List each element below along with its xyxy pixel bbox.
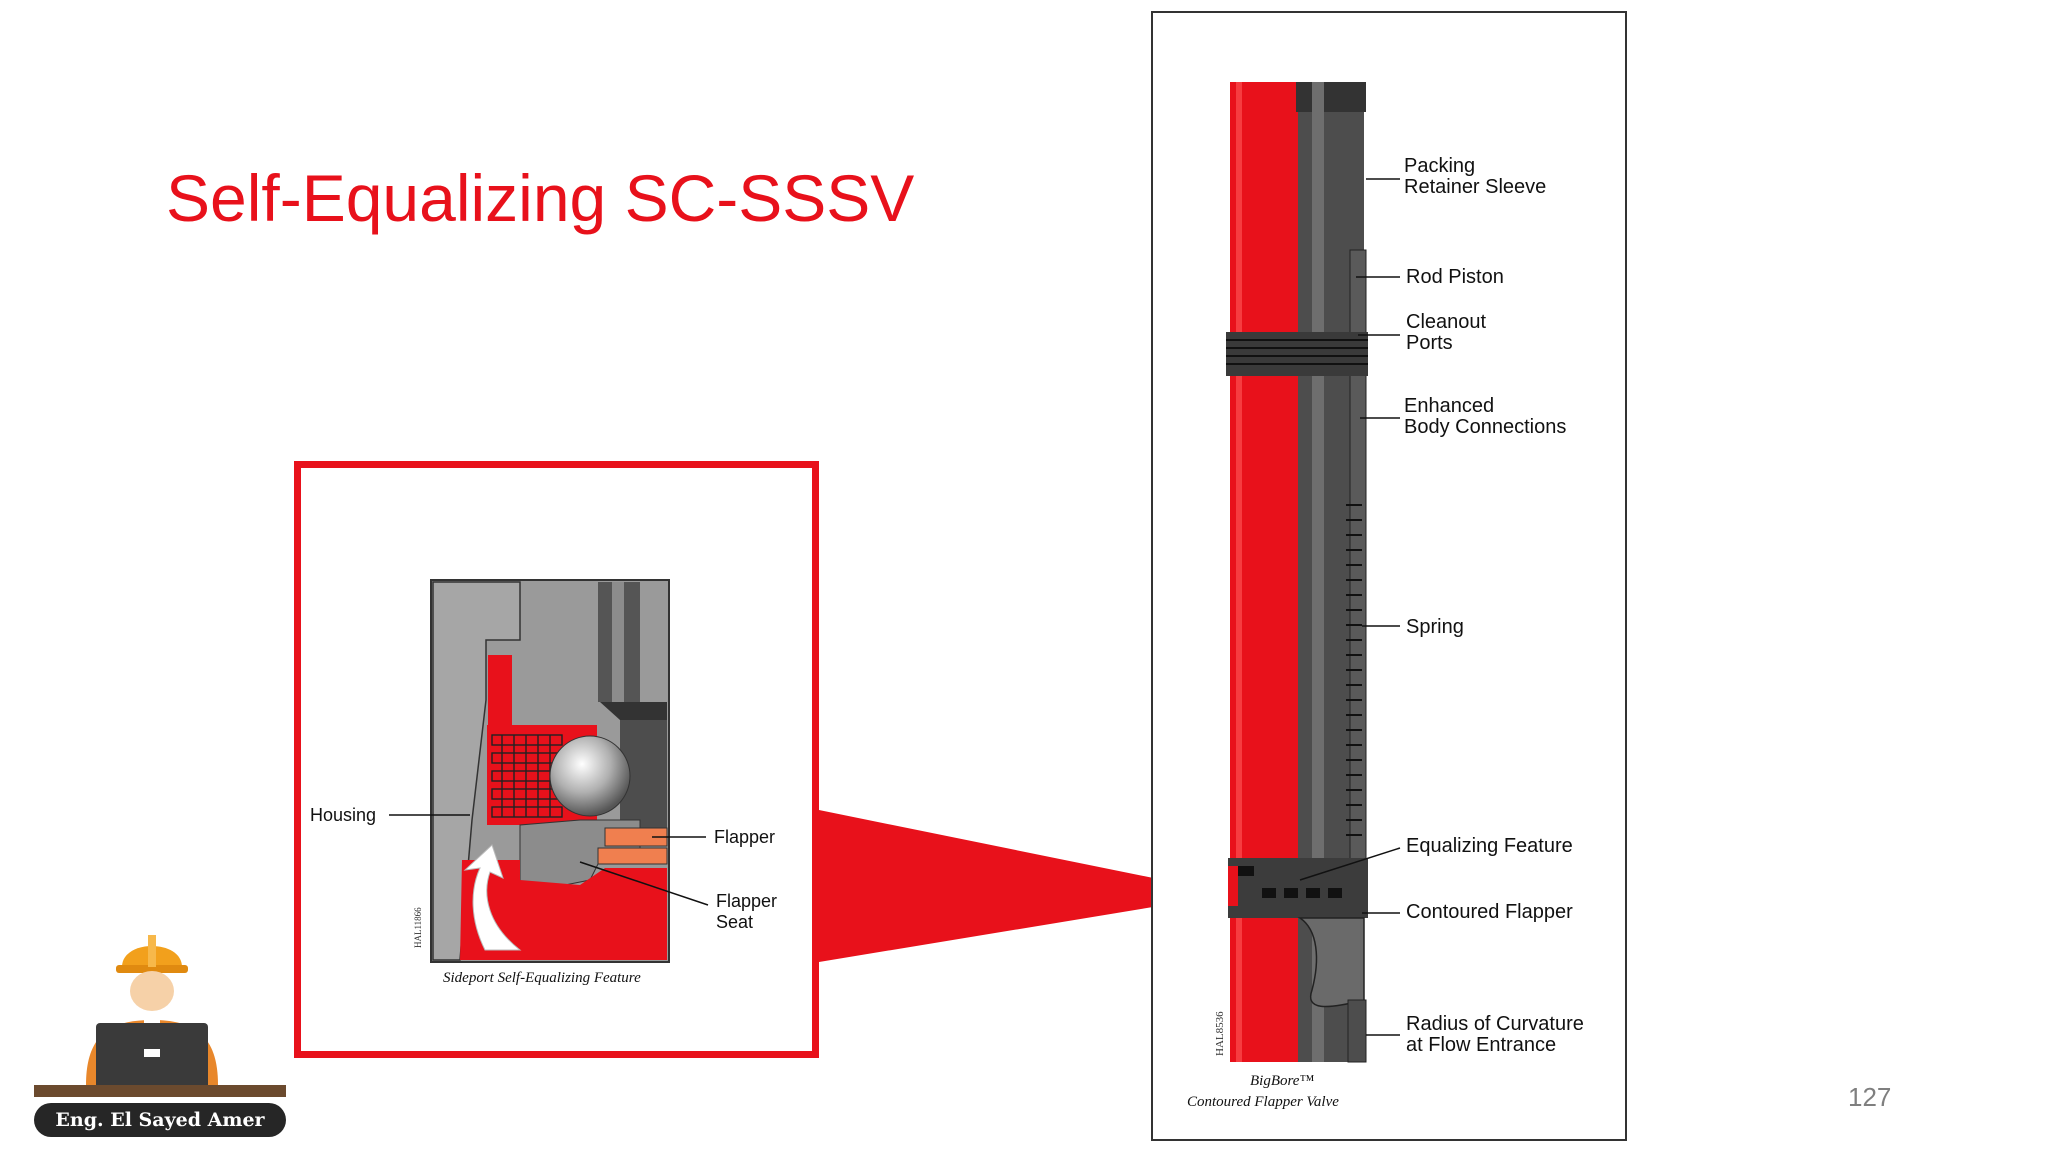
flow-arrow-icon [463, 844, 522, 951]
red-pad [488, 655, 512, 725]
inset-caption: Sideport Self-Equalizing Feature [443, 970, 641, 986]
check-ball-icon [549, 735, 631, 817]
tube-step [600, 702, 667, 720]
valve-caption-line2: Contoured Flapper Valve [1187, 1094, 1339, 1110]
housing-label: Housing [310, 805, 377, 825]
spring-coils-main [1346, 504, 1362, 836]
tube-highlight [612, 582, 624, 702]
slide-title: Self-Equalizing SC-SSSV [166, 161, 915, 235]
label-cleanout-ports: Cleanout Ports [1406, 311, 1487, 354]
label-equalizing-feature: Equalizing Feature [1406, 835, 1573, 857]
seat-leader [579, 861, 709, 906]
author-badge: Eng. El Sayed Amer [34, 1103, 286, 1137]
valve-code: HAL8536 [1214, 1011, 1226, 1056]
label-radius-curvature: Radius of Curvature at Flow Entrance [1406, 1013, 1584, 1056]
label-contoured-flapper: Contoured Flapper [1406, 901, 1573, 923]
flow-area [460, 860, 667, 960]
flapper-seat-label: Flapper Seat [716, 891, 778, 932]
label-rod-piston: Rod Piston [1406, 266, 1504, 288]
label-spring: Spring [1406, 616, 1464, 638]
flapper-section [1228, 858, 1368, 918]
valve-caption-line1: BigBore™ [1250, 1073, 1315, 1089]
engineer-with-laptop-icon [34, 935, 286, 1097]
body-connection [1226, 332, 1368, 376]
page-number: 127 [1848, 1082, 1892, 1112]
label-packing-retainer: Packing Retainer Sleeve [1404, 155, 1547, 198]
flapper-lower [597, 847, 668, 865]
label-enhanced-body: Enhanced Body Connections [1404, 395, 1567, 438]
flapper-label: Flapper [714, 827, 776, 847]
housing-body [432, 581, 521, 961]
